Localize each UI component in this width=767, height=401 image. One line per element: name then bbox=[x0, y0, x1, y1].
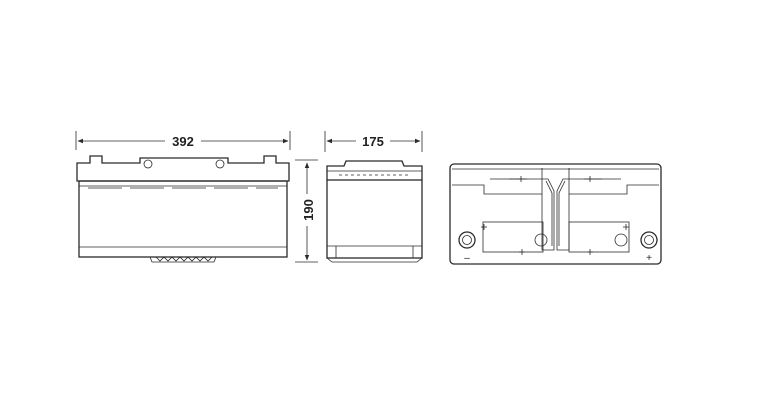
side-view: 175 bbox=[324, 131, 423, 263]
top-outline bbox=[449, 163, 662, 265]
front-view: 392 bbox=[75, 131, 291, 263]
vent-cap-right bbox=[614, 233, 628, 247]
vent-cap-left bbox=[534, 233, 548, 247]
height-dimension: 190 bbox=[295, 159, 318, 263]
positive-terminal-symbol: + bbox=[646, 253, 652, 264]
height-label: 190 bbox=[301, 199, 316, 221]
side-lid bbox=[326, 160, 423, 180]
side-body bbox=[326, 179, 423, 259]
length-dimension: 392 bbox=[75, 131, 291, 150]
negative-terminal-icon bbox=[458, 231, 476, 249]
negative-terminal-symbol: – bbox=[464, 253, 470, 264]
top-crosshair-marks bbox=[481, 176, 629, 255]
positive-terminal-icon bbox=[640, 231, 658, 249]
front-body bbox=[78, 180, 288, 258]
length-label: 392 bbox=[172, 134, 194, 149]
top-view: – + bbox=[449, 163, 662, 265]
width-label: 175 bbox=[362, 134, 384, 149]
width-dimension: 175 bbox=[324, 131, 423, 152]
front-lid bbox=[76, 155, 290, 182]
